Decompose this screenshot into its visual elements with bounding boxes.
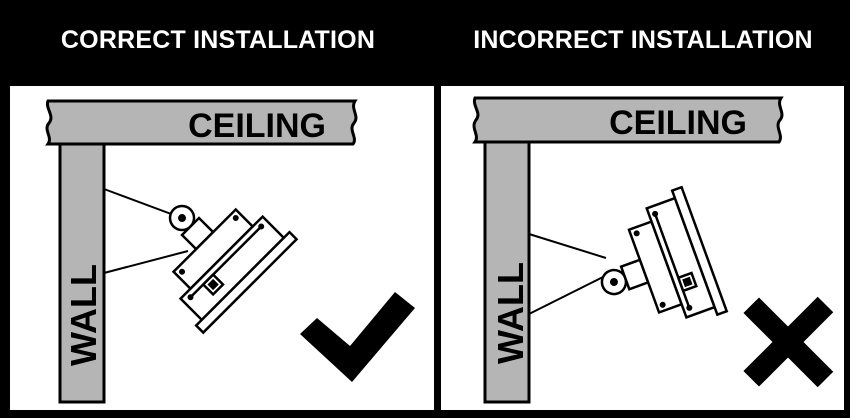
- incorrect-installation-panel: CEILING WALL: [441, 86, 844, 410]
- ceiling-label: CEILING: [188, 107, 326, 145]
- floodlight-icon: [600, 185, 729, 319]
- ceiling-label: CEILING: [609, 104, 747, 142]
- correct-installation-panel: CEILING WALL: [10, 86, 434, 410]
- floodlight-icon: [168, 204, 299, 335]
- incorrect-heading: INCORRECT INSTALLATION: [473, 25, 813, 54]
- ceiling-beam: [45, 99, 358, 146]
- cross-icon: [743, 296, 834, 388]
- correct-heading: CORRECT INSTALLATION: [60, 25, 376, 54]
- ceiling-beam: [472, 96, 784, 144]
- bracket-arm-bottom: [103, 250, 189, 274]
- wall-beam: [483, 140, 531, 404]
- wall-label: WALL: [490, 262, 531, 364]
- wall-label: WALL: [63, 264, 104, 366]
- bracket-arm-top: [528, 233, 607, 259]
- checkmark-icon: [300, 292, 415, 382]
- bracket-arm-bottom: [528, 273, 610, 315]
